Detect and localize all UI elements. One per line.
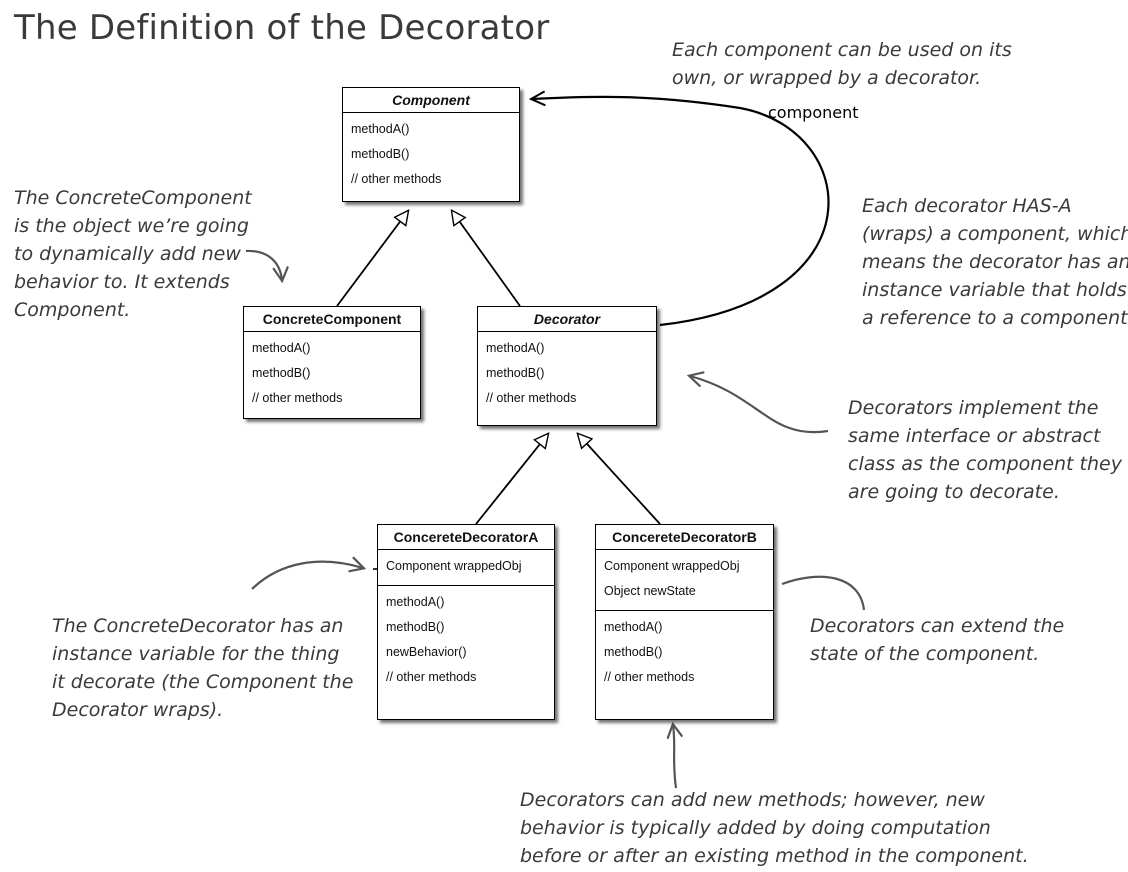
note-add-methods: Decorators can add new methods; however,… bbox=[520, 789, 1029, 867]
field: Component wrappedObj bbox=[386, 559, 522, 573]
inherit-decorator-a bbox=[475, 434, 548, 525]
methods-section: methodA() methodB() // other methods bbox=[478, 332, 656, 417]
association-label: component bbox=[768, 103, 859, 122]
method: methodB() bbox=[351, 147, 410, 161]
class-name: Component bbox=[343, 88, 519, 113]
method: methodA() bbox=[486, 341, 545, 355]
inherit-concrete-component bbox=[336, 211, 408, 307]
methods-section: methodA() methodB() newBehavior() // oth… bbox=[378, 586, 554, 696]
methods-section: methodA() methodB() // other methods bbox=[343, 113, 519, 198]
method: // other methods bbox=[486, 391, 577, 405]
method: // other methods bbox=[252, 391, 343, 405]
class-concrete-component: ConcreteComponent methodA() methodB() //… bbox=[243, 306, 421, 419]
class-concrete-decorator-b: ConcereteDecoratorB Component wrappedObj… bbox=[595, 524, 774, 720]
inherit-decorator bbox=[452, 211, 521, 307]
note-each-component: Each component can be used on its own, o… bbox=[672, 39, 1012, 89]
method: newBehavior() bbox=[386, 645, 467, 659]
note-has-a: Each decorator HAS-A (wraps) a component… bbox=[862, 195, 1128, 329]
class-decorator: Decorator methodA() methodB() // other m… bbox=[477, 306, 657, 426]
note-concrete-decorator: The ConcreteDecorator has an instance va… bbox=[52, 615, 354, 721]
class-name: ConcreteComponent bbox=[244, 307, 420, 332]
class-name: ConcereteDecoratorB bbox=[596, 525, 773, 550]
field: Object newState bbox=[604, 584, 696, 598]
note-extend-state: Decorators can extend the state of the c… bbox=[810, 615, 1065, 665]
fields-section: Component wrappedObj Object newState bbox=[596, 550, 773, 611]
class-component: Component methodA() methodB() // other m… bbox=[342, 87, 520, 202]
method: methodA() bbox=[386, 595, 445, 609]
field: Component wrappedObj bbox=[604, 559, 740, 573]
note-concrete-component: The ConcreteComponent is the object we’r… bbox=[14, 187, 252, 321]
method: methodA() bbox=[604, 620, 663, 634]
methods-section: methodA() methodB() // other methods bbox=[244, 332, 420, 417]
note-implement: Decorators implement the same interface … bbox=[848, 397, 1122, 503]
method: methodA() bbox=[252, 341, 311, 355]
inherit-decorator-b bbox=[578, 434, 661, 525]
association-component bbox=[532, 97, 830, 327]
method: methodB() bbox=[386, 620, 445, 634]
method: // other methods bbox=[351, 172, 442, 186]
method: methodB() bbox=[252, 366, 311, 380]
class-name: Decorator bbox=[478, 307, 656, 332]
fields-section: Component wrappedObj bbox=[378, 550, 554, 586]
class-concrete-decorator-a: ConcereteDecoratorA Component wrappedObj… bbox=[377, 524, 555, 720]
method: methodA() bbox=[351, 122, 410, 136]
methods-section: methodA() methodB() // other methods bbox=[596, 611, 773, 696]
page-title: The Definition of the Decorator bbox=[14, 8, 550, 48]
class-name: ConcereteDecoratorA bbox=[378, 525, 554, 550]
method: methodB() bbox=[604, 645, 663, 659]
method: methodB() bbox=[486, 366, 545, 380]
method: // other methods bbox=[604, 670, 695, 684]
method: // other methods bbox=[386, 670, 477, 684]
